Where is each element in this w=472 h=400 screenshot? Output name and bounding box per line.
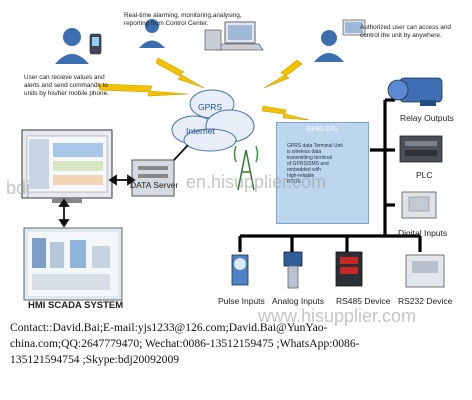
contact-line-2: china.com;QQ:2647779470; Wechat:0086-135… (10, 337, 360, 350)
rs232-device-label: RS232 Device (398, 296, 453, 306)
contact-line-1: Contact::David.Bai;E-mail:yjs1233@126.co… (10, 321, 328, 334)
internet-label: Internet (186, 126, 215, 136)
gprs-dtu-panel: GPRS DTU GPRS data Terminal Unit is wire… (276, 122, 369, 224)
rs232-device-icon (405, 254, 445, 288)
rs485-meter-icon (335, 251, 363, 287)
watermark-left: bdj (6, 178, 31, 198)
lightning-bolt-icon (261, 105, 310, 121)
realtime-caption-line-2: reporting from Control Center. (124, 20, 209, 27)
gprs-dtu-desc-line: transmitting terminal (287, 155, 333, 161)
contact-info: Contact::David.Bai;E-mail:yjs1233@126.co… (10, 320, 465, 368)
watermark-center: en.hisupplier.com (186, 172, 327, 192)
antenna-tower-icon (233, 145, 259, 191)
gprs-dtu-description: GPRS data Terminal Unit is wireless data… (287, 143, 361, 185)
gprs-dtu-title: GPRS DTU (306, 126, 339, 133)
contact-line-3: 135121594754 ;Skype:bdj20092009 (10, 353, 180, 366)
water-meter-icon (231, 254, 249, 286)
network-wiring (238, 98, 422, 252)
digital-inputs-label: Digital Inputs (398, 228, 448, 238)
gprs-dtu-desc-line: RTOS (287, 179, 301, 185)
gprs-dtu-desc-line: is wireless data (287, 149, 322, 155)
authorized-caption-line-1: Authorized user can access and (360, 24, 451, 31)
plc-icon (399, 135, 443, 163)
hmi-scada-label: HMI SCADA SYSTEM (28, 300, 124, 311)
user-caption-line-1: User can recieve values and (24, 74, 105, 81)
laptop-icon (216, 21, 264, 51)
rs485-device-label: RS485 Device (336, 296, 391, 306)
connection-arrows (58, 144, 189, 228)
gprs-dtu-desc-line: GPRS data Terminal Unit (287, 143, 343, 149)
digital-input-module-icon (401, 191, 437, 219)
user-caption-line-2: alerts and send commands to (24, 82, 108, 89)
mobile-phone-icon (89, 33, 102, 55)
realtime-caption-line-1: Real-time alarming, monitoring,analysing… (124, 12, 242, 19)
gprs-dtu-desc-line: embedded with (287, 167, 321, 173)
hmi-monitor-icon (21, 129, 113, 203)
pressure-transmitter-icon (283, 251, 303, 289)
pump-icon (387, 77, 443, 106)
user-caption-line-3: units by his/her mobile phone. (24, 90, 109, 97)
gprs-label: GPRS (198, 102, 223, 112)
user-icon (139, 19, 165, 48)
lightning-bolt-icon (155, 57, 205, 89)
scada-screen-icon (23, 227, 123, 301)
relay-outputs-label: Relay Outputs (400, 113, 454, 123)
wireless-links (97, 57, 310, 121)
user-icon (55, 28, 89, 64)
pulse-inputs-label: Pulse Inputs (218, 296, 265, 306)
authorized-caption-line-2: control the unit by anywhere. (360, 32, 442, 39)
gprs-dtu-desc-line: high-reliable (287, 173, 315, 179)
gprs-dtu-desc-line: of GPRS/SMS and (287, 161, 329, 167)
plc-label: PLC (416, 170, 433, 180)
data-server-label: DATA Server (130, 180, 179, 190)
user-icon (314, 30, 344, 62)
lightning-bolt-icon (263, 59, 303, 89)
lightning-bolt-icon (97, 83, 189, 97)
laptop-icon (342, 19, 366, 36)
computer-icon (204, 29, 222, 51)
internet-cloud (171, 89, 255, 152)
watermark-bottom: www.hisupplier.com (258, 306, 417, 326)
data-server-icon (131, 159, 175, 197)
analog-inputs-label: Analog Inputs (272, 296, 324, 306)
